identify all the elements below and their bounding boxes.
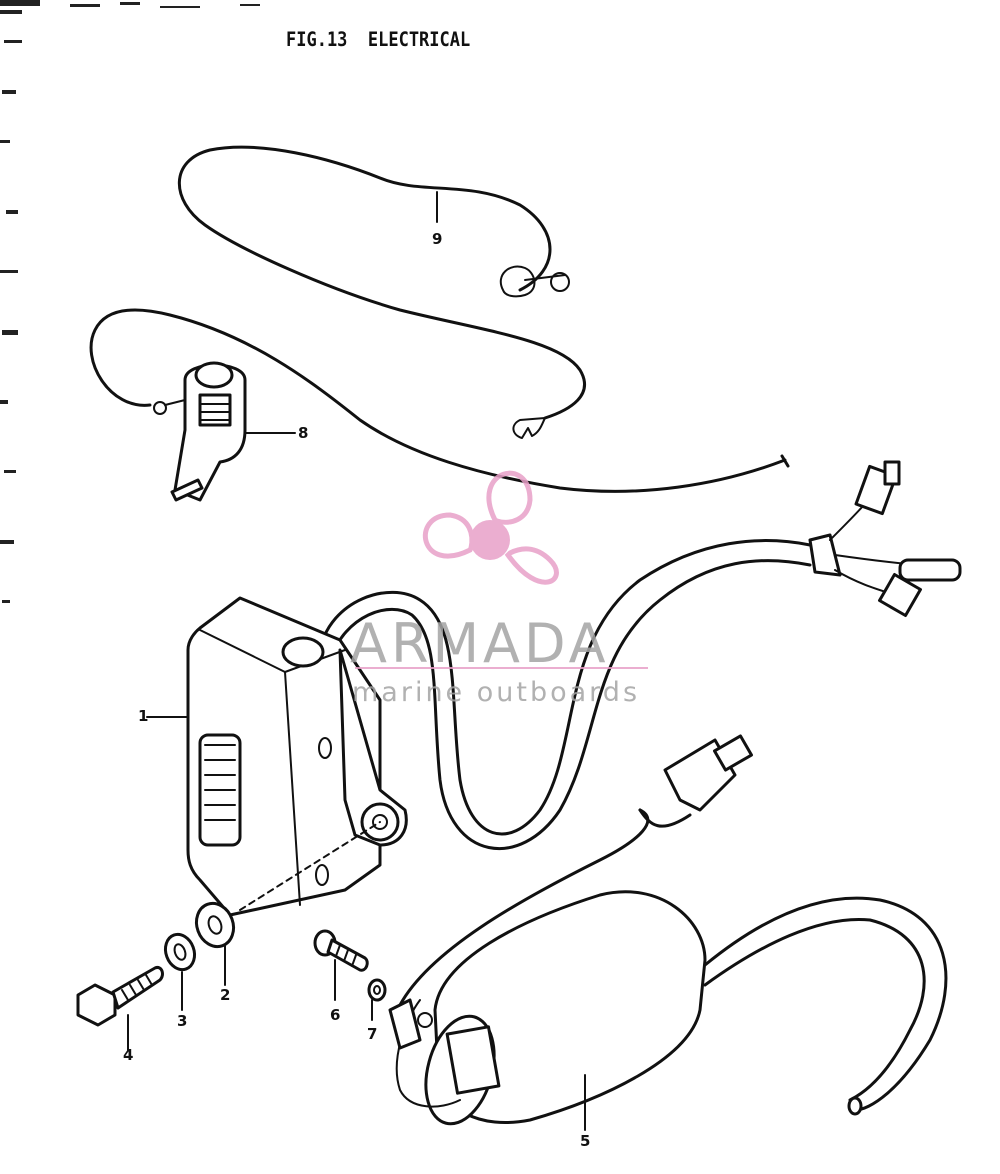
part-4-bolt — [76, 965, 164, 1051]
part-6-screw — [313, 929, 369, 1001]
propeller-logo-icon — [355, 470, 648, 669]
scan-noise — [0, 0, 260, 603]
callout-5: 5 — [580, 1132, 591, 1150]
callout-7: 7 — [367, 1025, 378, 1043]
callout-3: 3 — [177, 1012, 188, 1030]
part-9-wire — [177, 145, 587, 439]
callout-2: 2 — [220, 986, 231, 1004]
part-3-lock-washer — [163, 932, 197, 1011]
part-5-ignition-coil — [388, 734, 948, 1131]
part-1-cdi-unit — [146, 460, 962, 917]
callout-9: 9 — [432, 230, 443, 248]
part-2-washer — [194, 901, 236, 986]
part-8-switch — [89, 308, 790, 502]
callout-6: 6 — [330, 1006, 341, 1024]
callout-1: 1 — [138, 707, 149, 725]
watermark-brand: ARMADA — [350, 612, 610, 675]
part-7-washer — [367, 978, 387, 1021]
callout-8: 8 — [298, 424, 309, 442]
callout-4: 4 — [123, 1046, 134, 1064]
watermark-tagline: marine outboards — [352, 677, 641, 708]
figure-title: FIG.13 ELECTRICAL — [286, 28, 471, 52]
